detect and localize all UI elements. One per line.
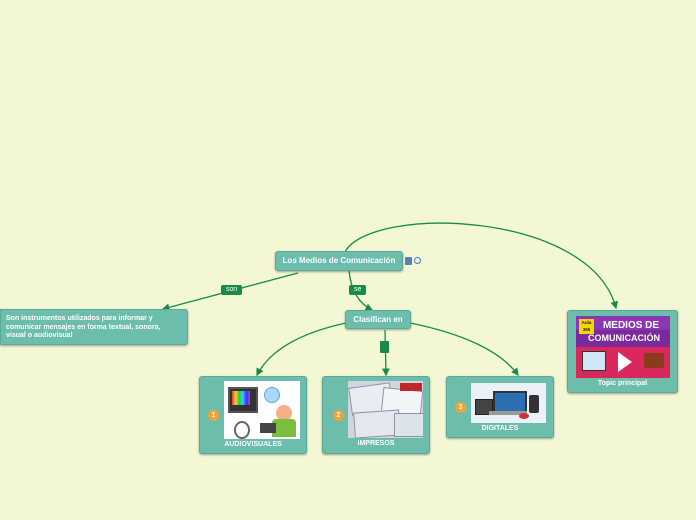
edge-label-se[interactable]: se	[349, 285, 367, 295]
impresos-image	[348, 381, 423, 438]
microphone-illustration	[234, 421, 250, 439]
digitales-label: DIGITALES	[481, 425, 519, 432]
audiovisuales-label: AUDIOVISUALES	[224, 441, 282, 448]
twitter-icon	[264, 387, 280, 403]
play-icon	[618, 352, 632, 372]
note-icon[interactable]	[405, 256, 412, 265]
topic-node[interactable]: Aula 365 MEDIOS DE COMUNICACIÓN Topic pr…	[567, 310, 678, 393]
definition-node-label: Son instrumentos utilizados para informa…	[6, 315, 161, 339]
topic-image-subtitle: COMUNICACIÓN	[588, 333, 660, 343]
topic-image-title: MEDIOS DE	[602, 320, 660, 331]
digitales-image	[471, 383, 546, 423]
root-node-icons	[405, 256, 422, 265]
topic-image: Aula 365 MEDIOS DE COMUNICACIÓN	[576, 316, 670, 378]
tablet-illustration	[475, 399, 493, 415]
root-node[interactable]: Los Medios de Comunicación	[275, 251, 403, 271]
person-illustration	[276, 405, 292, 421]
definition-node[interactable]: Son instrumentos utilizados para informa…	[0, 309, 188, 345]
link-icon[interactable]	[414, 257, 422, 265]
audiovisuales-image	[224, 381, 300, 439]
badge-3: 3	[455, 402, 466, 413]
topic-node-label: Topic principal	[597, 380, 648, 387]
edge-classify-to-digitales	[409, 322, 519, 377]
edge-root-to-topic	[344, 222, 619, 310]
badge-2: 2	[333, 410, 344, 421]
radio-illustration	[644, 353, 664, 368]
monitor-illustration	[582, 351, 606, 371]
laptop-illustration	[260, 423, 276, 433]
root-node-label: Los Medios de Comunicación	[282, 256, 396, 265]
classify-node[interactable]: Clasifican en	[345, 310, 411, 329]
edge-label-son[interactable]: son	[221, 285, 243, 295]
digitales-node[interactable]: 3 DIGITALES	[446, 376, 554, 438]
classify-node-label: Clasifican en	[353, 315, 403, 324]
aula365-logo: Aula 365	[579, 319, 594, 334]
audiovisuales-node[interactable]: 1 AUDIOVISUALES	[199, 376, 307, 454]
impresos-node[interactable]: 2 IMPRESOS	[322, 376, 430, 454]
edge-classify-to-audiovisuales	[256, 322, 347, 377]
impresos-label: IMPRESOS	[357, 440, 395, 447]
edge-root-to-classify	[348, 270, 374, 311]
connector-handle	[380, 341, 389, 353]
badge-1: 1	[208, 410, 219, 421]
phone-illustration	[529, 395, 539, 413]
